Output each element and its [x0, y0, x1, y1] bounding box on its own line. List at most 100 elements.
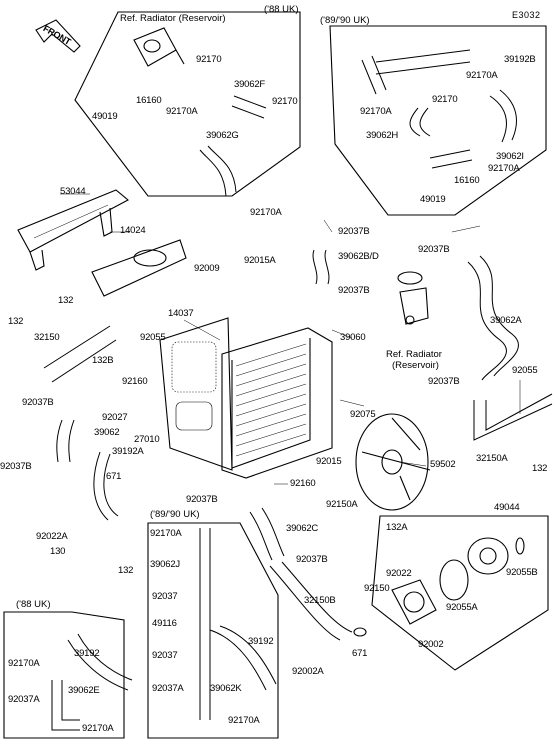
part-label: 92037: [152, 650, 178, 661]
box-88uk-top: [74, 11, 301, 197]
part-label: 92055: [512, 365, 538, 376]
part-label: 92170: [196, 54, 222, 65]
part-label: 16160: [454, 175, 480, 186]
leader-lines: [60, 193, 521, 485]
part-label: 92170A: [150, 528, 182, 539]
part-label: 39192B: [504, 54, 536, 65]
box-88uk-top-header: ('88 UK): [264, 4, 299, 15]
part-label: 671: [352, 648, 368, 659]
part-label: 39062K: [210, 683, 242, 694]
part-label: 92055: [140, 332, 166, 343]
part-label: 92037B: [338, 285, 370, 296]
part-label: 92170A: [228, 715, 260, 726]
part-label: 132: [8, 316, 24, 327]
ref-reservoir-label: (Reservoir): [392, 360, 439, 371]
part-label: 92170: [272, 96, 298, 107]
part-label: 132: [58, 295, 74, 306]
bracket-53044: [17, 189, 129, 271]
part-label: 49019: [420, 194, 446, 205]
box-88uk-bottom-header: ('88 UK): [16, 599, 51, 610]
reservoir-top: [133, 27, 185, 67]
part-label: 39192A: [112, 446, 144, 457]
part-label: 130: [50, 546, 66, 557]
part-label: 39062I: [496, 151, 524, 162]
part-label: 39062: [94, 427, 120, 438]
part-label: 92170A: [250, 207, 282, 218]
seal-ring-671: [353, 627, 367, 637]
part-label: 14037: [168, 308, 194, 319]
part-label: 39062G: [206, 130, 239, 141]
part-label: 92022A: [36, 531, 68, 542]
part-label: 92170A: [82, 723, 114, 734]
part-label: 92002A: [292, 666, 324, 677]
part-label: 92037B: [0, 461, 32, 472]
box-88uk-top-ref: Ref. Radiator (Reservoir): [120, 13, 226, 24]
part-label: 92170A: [8, 658, 40, 669]
fan-assembly: [355, 413, 431, 511]
part-label: 92170: [432, 94, 458, 105]
part-label: 92160: [122, 376, 148, 387]
part-label: 39060: [340, 332, 366, 343]
part-label: 92015A: [244, 255, 276, 266]
part-label: 39062E: [68, 685, 100, 696]
part-label: 27010: [134, 434, 160, 445]
part-label: 39062F: [234, 79, 266, 90]
part-label: 92015: [316, 456, 342, 467]
part-label: 49044: [494, 502, 520, 513]
part-label: 14024: [120, 225, 146, 236]
plate-14024: [91, 239, 187, 297]
diagram-code: E3032: [512, 10, 541, 20]
part-label: 92002: [418, 639, 444, 650]
part-label: 32150: [34, 332, 60, 343]
part-label: 92037B: [428, 376, 460, 387]
part-label: 92037: [152, 591, 178, 602]
part-label: 92037A: [152, 683, 184, 694]
radiator-shroud: [159, 317, 233, 471]
part-label: 132A: [386, 522, 408, 533]
part-label: 92170A: [166, 106, 198, 117]
reservoir-center: [397, 271, 429, 325]
front-arrow: [35, 19, 81, 53]
part-label: 49116: [152, 618, 177, 629]
box-88uk-bottom: [3, 611, 125, 739]
part-label: 92037B: [296, 554, 328, 565]
part-label: 92170A: [360, 106, 392, 117]
part-label: 92037B: [186, 494, 218, 505]
part-label: 92055B: [506, 567, 538, 578]
part-label: 132: [532, 463, 548, 474]
box-8990uk-bottom: [147, 522, 279, 739]
box-49044: [371, 515, 549, 671]
part-label: 92160: [290, 478, 316, 489]
part-label: 92037B: [418, 244, 450, 255]
water-pump: [391, 537, 525, 625]
part-label: 16160: [136, 95, 162, 106]
radiator-core: [221, 327, 333, 479]
part-label: 671: [106, 471, 122, 482]
part-label: 39062A: [490, 315, 522, 326]
part-label: 132B: [92, 355, 114, 366]
part-label: 39062H: [366, 130, 399, 141]
part-label: 92037B: [22, 397, 54, 408]
part-label: 92009: [194, 263, 220, 274]
part-label: 32150A: [476, 453, 508, 464]
part-label: 92170A: [488, 163, 520, 174]
box-8990uk-top: [329, 25, 547, 216]
hoses: [43, 49, 553, 731]
part-label: 39062C: [286, 523, 319, 534]
part-label: 92150: [364, 583, 390, 594]
box-8990uk-top-header: ('89/'90 UK): [320, 15, 370, 26]
part-label: 92027: [102, 412, 128, 423]
part-label: 92055A: [446, 602, 478, 613]
part-label: 92170A: [466, 70, 498, 81]
part-label: 92075: [350, 409, 376, 420]
ref-radiator-label: Ref. Radiator: [386, 349, 442, 360]
part-label: 39192: [248, 636, 274, 647]
part-label: 92037A: [8, 694, 40, 705]
part-label: 53044: [60, 186, 86, 197]
part-label: 92150A: [326, 499, 358, 510]
part-label: 39192: [74, 648, 100, 659]
box-8990uk-bottom-header: ('89/'90 UK): [150, 509, 200, 520]
part-label: 92022: [386, 568, 412, 579]
part-label: 32150B: [304, 595, 336, 606]
